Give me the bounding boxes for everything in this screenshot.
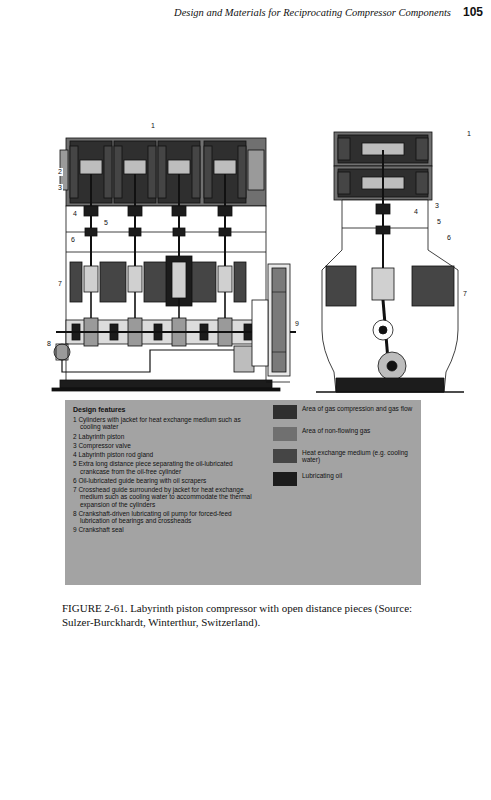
callout-number: 7 bbox=[462, 290, 468, 298]
page-number: 105 bbox=[463, 5, 483, 19]
callout-number: 1 bbox=[150, 122, 156, 130]
running-header: Design and Materials for Reciprocating C… bbox=[174, 7, 451, 18]
feature-item: 4 Labyrinth piston rod gland bbox=[73, 451, 261, 458]
panel-heading: Design features bbox=[73, 406, 261, 413]
legend-text: Area of non-flowing gas bbox=[302, 427, 415, 434]
legend-swatch bbox=[273, 427, 297, 441]
callout-number: 3 bbox=[57, 184, 63, 192]
feature-item: 1 Cylinders with jacket for heat exchang… bbox=[73, 416, 261, 431]
feature-item: 2 Labyrinth piston bbox=[73, 433, 261, 440]
callout-number: 4 bbox=[413, 208, 419, 216]
callout-number: 6 bbox=[70, 236, 76, 244]
figure-caption: FIGURE 2-61. Labyrinth piston compressor… bbox=[62, 601, 438, 630]
legend-text: Lubricating oil bbox=[302, 472, 415, 479]
callout-number: 1 bbox=[466, 130, 472, 138]
callout-number: 9 bbox=[294, 320, 300, 328]
callout-number: 2 bbox=[57, 168, 63, 176]
feature-list: Design features 1 Cylinders with jacket f… bbox=[73, 406, 261, 536]
callout-number: 3 bbox=[434, 202, 440, 210]
cross-section bbox=[316, 132, 464, 392]
callout-number: 6 bbox=[446, 234, 452, 242]
legend-text: Heat exchange medium (e.g. cooling water… bbox=[302, 449, 415, 464]
feature-item: 3 Compressor valve bbox=[73, 442, 261, 449]
feature-item: 6 Oil-lubricated guide bearing with oil … bbox=[73, 477, 261, 484]
legend-entry: Area of non-flowing gas bbox=[273, 427, 415, 434]
legend-swatch bbox=[273, 449, 297, 463]
design-features-panel: Design features 1 Cylinders with jacket f… bbox=[65, 400, 421, 585]
feature-item: 7 Crosshead guide surrounded by jacket f… bbox=[73, 486, 261, 508]
callout-number: 7 bbox=[57, 280, 63, 288]
legend-swatch bbox=[273, 472, 297, 486]
callout-number: 8 bbox=[46, 340, 52, 348]
legend-text: Area of gas compression and gas flow bbox=[302, 405, 415, 412]
legend-entry: Heat exchange medium (e.g. cooling water… bbox=[273, 449, 415, 464]
callout-number: 5 bbox=[436, 218, 442, 226]
longitudinal-section bbox=[52, 138, 296, 391]
callout-number: 4 bbox=[72, 210, 78, 218]
feature-item: 9 Crankshaft seal bbox=[73, 526, 261, 533]
legend-entry: Area of gas compression and gas flow bbox=[273, 405, 415, 412]
legend-swatch bbox=[273, 405, 297, 419]
legend-entry: Lubricating oil bbox=[273, 472, 415, 479]
feature-item: 5 Extra long distance piece separating t… bbox=[73, 460, 261, 475]
feature-item: 8 Crankshaft-driven lubricating oil pump… bbox=[73, 510, 261, 525]
callout-number: 5 bbox=[103, 219, 109, 227]
